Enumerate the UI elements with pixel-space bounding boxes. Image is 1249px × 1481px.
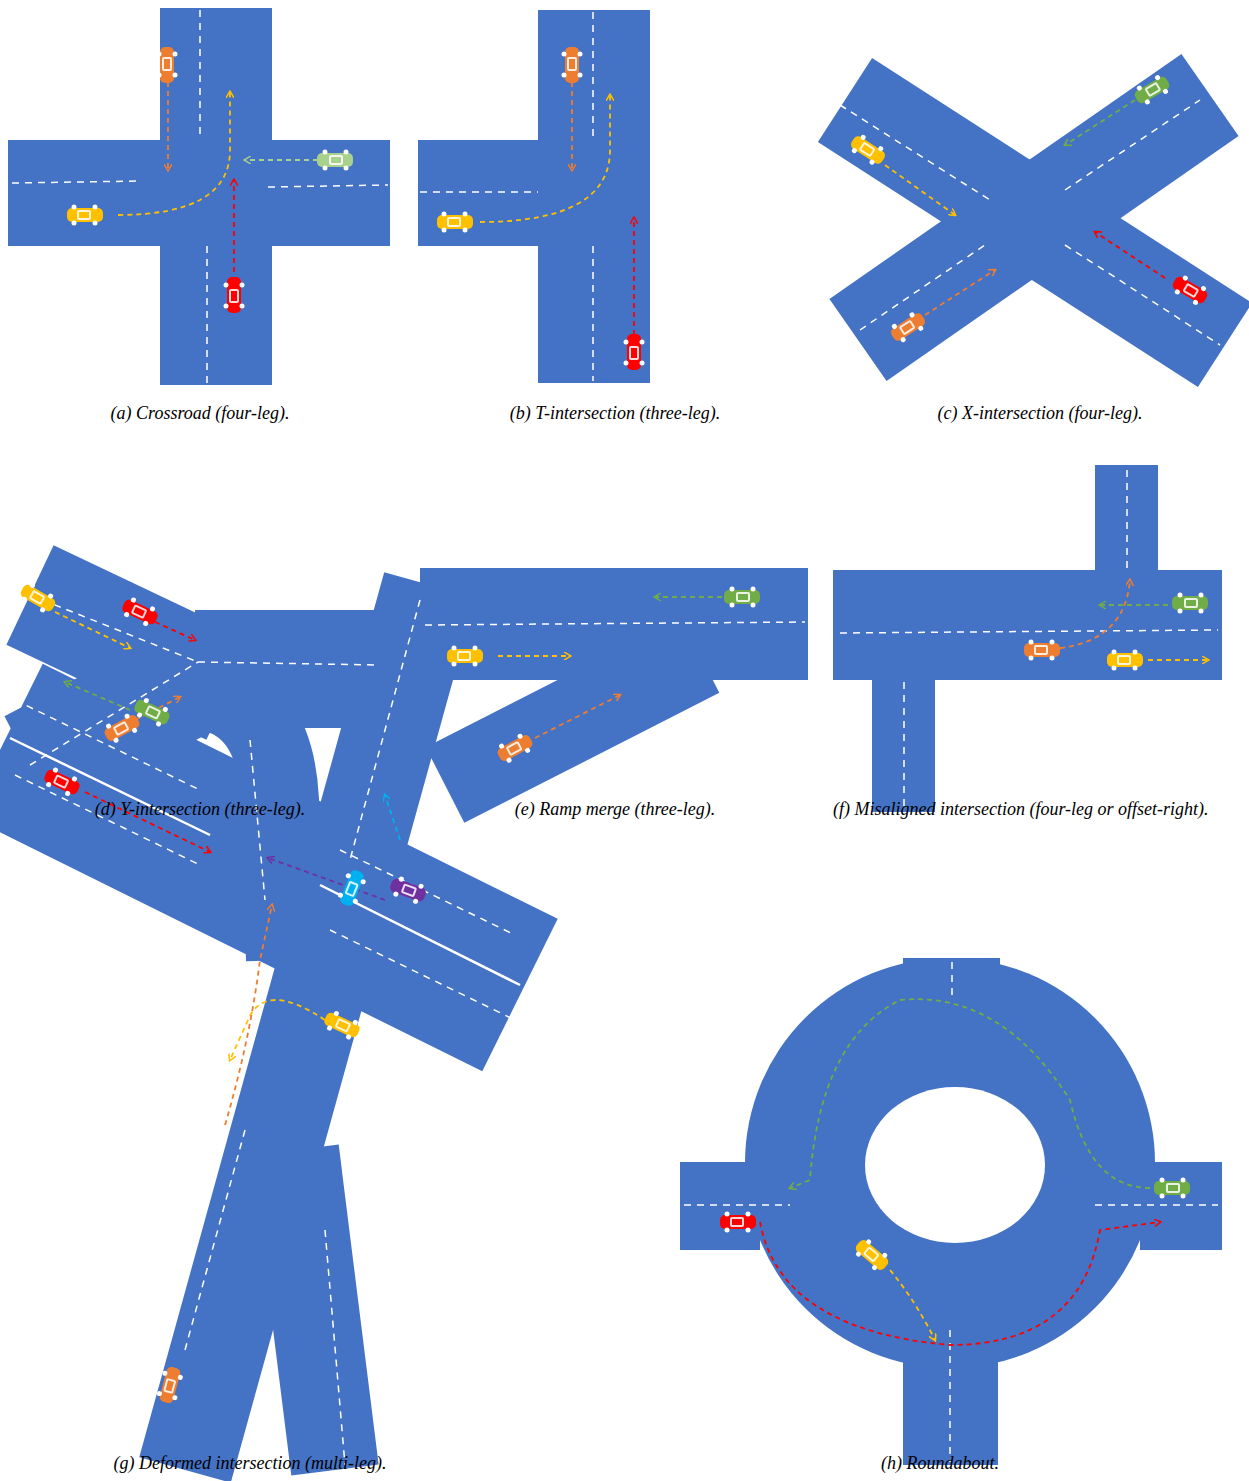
car-icon xyxy=(101,710,143,745)
car-icon xyxy=(155,1365,185,1405)
car-icon xyxy=(1172,593,1208,614)
car-icon xyxy=(41,765,83,799)
subfigure-caption: (b) T-intersection (three-leg). xyxy=(420,402,810,425)
path-arrows xyxy=(55,82,1208,1345)
car-icon xyxy=(1107,650,1143,671)
car-icon xyxy=(119,595,161,629)
car-icon xyxy=(157,47,178,83)
car-icon xyxy=(720,1212,756,1233)
road-surfaces xyxy=(8,8,1222,1465)
subfigure-caption: (h) Roundabout. xyxy=(740,1452,1140,1475)
car-icon xyxy=(131,695,173,729)
car-icon xyxy=(336,867,369,908)
solid-lane-lines xyxy=(10,738,520,985)
vehicles xyxy=(17,47,1211,1405)
car-icon xyxy=(624,334,645,370)
car-icon xyxy=(847,131,889,168)
subfigure-caption: (f) Misaligned intersection (four-leg or… xyxy=(833,798,1228,821)
car-icon xyxy=(887,308,929,345)
car-icon xyxy=(562,47,583,83)
subfigure-caption: (d) Y-intersection (three-leg). xyxy=(20,798,380,821)
car-icon xyxy=(437,212,473,233)
car-icon xyxy=(1024,640,1060,661)
car-icon xyxy=(494,730,536,765)
car-icon xyxy=(321,1008,363,1042)
subfigure-caption: (e) Ramp merge (three-leg). xyxy=(420,798,810,821)
car-icon xyxy=(67,205,103,226)
car-icon xyxy=(17,580,59,616)
car-icon xyxy=(317,150,353,171)
car-icon xyxy=(851,1235,892,1274)
diagonal-roads xyxy=(5,95,1225,1470)
car-icon xyxy=(724,587,760,608)
car-icon xyxy=(1131,72,1173,108)
subfigure-caption: (a) Crossroad (four-leg). xyxy=(20,402,380,425)
car-icon xyxy=(447,646,483,667)
subfigure-caption: (g) Deformed intersection (multi-leg). xyxy=(40,1452,460,1475)
subfigure-caption: (c) X-intersection (four-leg). xyxy=(845,402,1235,425)
car-icon xyxy=(224,277,245,313)
lane-markings xyxy=(12,10,1220,1465)
car-icon xyxy=(387,874,428,906)
car-icon xyxy=(1154,1178,1190,1199)
car-icon xyxy=(1169,272,1211,308)
